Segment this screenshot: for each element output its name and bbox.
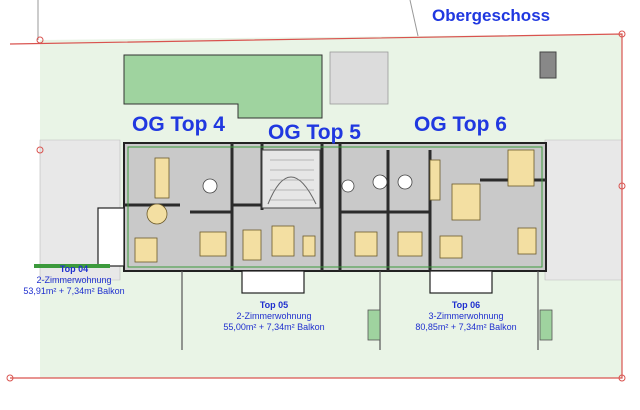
terrain-right [544, 139, 623, 281]
stair-steps [270, 159, 314, 201]
unit-label-top4: OG Top 4 [132, 113, 225, 136]
unit-area: 55,00m² + 7,34m² Balkon [223, 322, 325, 332]
balcony-top4 [97, 207, 125, 267]
plan-title: Obergeschoss [432, 6, 551, 25]
unit-info-top5: Top 05 2-Zimmerwohnung 55,00m² + 7,34m² … [218, 300, 330, 333]
unit-info-top6: Top 06 3-Zimmerwohnung 80,85m² + 7,34m² … [410, 300, 522, 333]
bath-fixture [397, 174, 413, 190]
stair-curve [267, 176, 317, 205]
unit-type: 2-Zimmerwohnung [36, 275, 112, 285]
bath-fixture [341, 179, 355, 193]
balcony-top5 [241, 270, 305, 294]
staircase [261, 149, 321, 209]
terrace [329, 51, 389, 105]
unit-label-top6: OG Top 6 [414, 113, 507, 136]
interior-edge [127, 146, 543, 268]
balcony-top6 [429, 270, 493, 294]
unit-type: 3-Zimmerwohnung [428, 311, 504, 321]
dining-table [146, 203, 168, 225]
unit-info-top4: Top 04 2-Zimmerwohnung 53,91m² + 7,34m² … [18, 264, 130, 297]
unit-type: 2-Zimmerwohnung [236, 311, 312, 321]
planter [539, 309, 553, 341]
furniture [134, 149, 537, 263]
survey-markers [6, 30, 626, 382]
unit-name: Top 05 [259, 300, 289, 310]
planter [367, 309, 381, 341]
bath-fixture [202, 178, 218, 194]
garden-area [123, 54, 323, 119]
property-line [9, 33, 623, 379]
bath-fixture [372, 174, 388, 190]
unit-area: 80,85m² + 7,34m² Balkon [415, 322, 517, 332]
building-outline [123, 142, 547, 272]
unit-area: 53,91m² + 7,34m² Balkon [23, 286, 125, 296]
unit-name: Top 04 [59, 264, 89, 274]
boundary-line [409, 0, 419, 37]
unit-name: Top 06 [451, 300, 481, 310]
unit-label-top5: OG Top 5 [268, 121, 361, 144]
shed [539, 51, 557, 79]
walls [124, 143, 546, 271]
